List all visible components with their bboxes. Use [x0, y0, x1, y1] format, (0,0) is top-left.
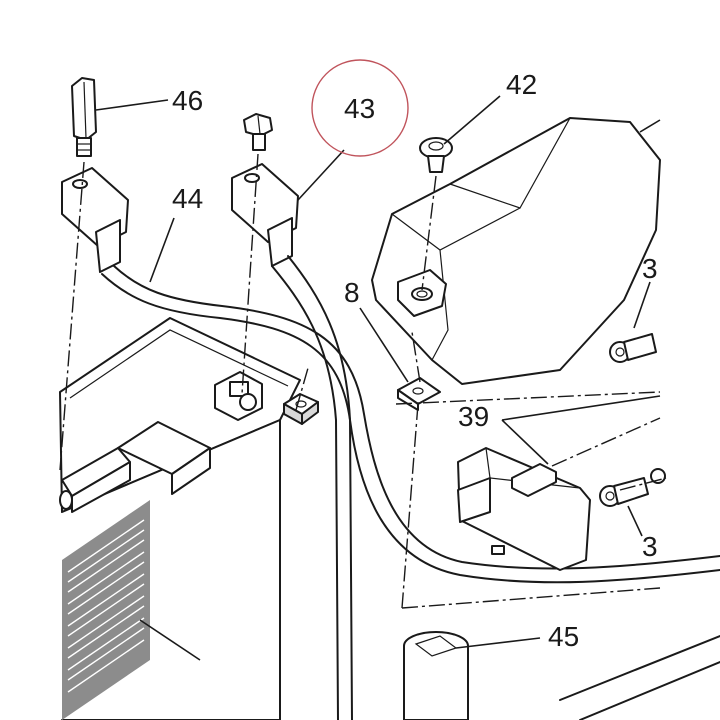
battery-warning-label	[62, 500, 150, 720]
callout-3-lower: 3	[642, 531, 658, 562]
fuse-holder	[457, 447, 591, 571]
callout-8: 8	[344, 277, 360, 308]
square-nut	[283, 393, 319, 425]
bolt-lower-right	[599, 468, 666, 507]
standoff-bolt	[71, 77, 97, 157]
callout-44: 44	[172, 183, 203, 214]
callout-42: 42	[506, 69, 537, 100]
cover-screw	[419, 137, 453, 173]
callout-43: 43	[344, 93, 375, 124]
positive-cable	[231, 113, 353, 720]
callout-3-upper: 3	[642, 253, 658, 284]
callout-45: 45	[548, 621, 579, 652]
callout-39: 39	[458, 401, 489, 432]
clip-nut	[397, 377, 441, 411]
terminal-cover	[371, 117, 661, 385]
frame-rails	[559, 635, 720, 720]
leader-lines	[95, 95, 661, 661]
highlight-circle-43	[311, 59, 409, 157]
filler-cap	[403, 631, 469, 720]
callout-46: 46	[172, 85, 203, 116]
bolt-upper-right	[609, 333, 657, 363]
assembly-center-lines	[59, 153, 667, 609]
battery	[59, 317, 301, 720]
negative-cable	[61, 167, 720, 584]
